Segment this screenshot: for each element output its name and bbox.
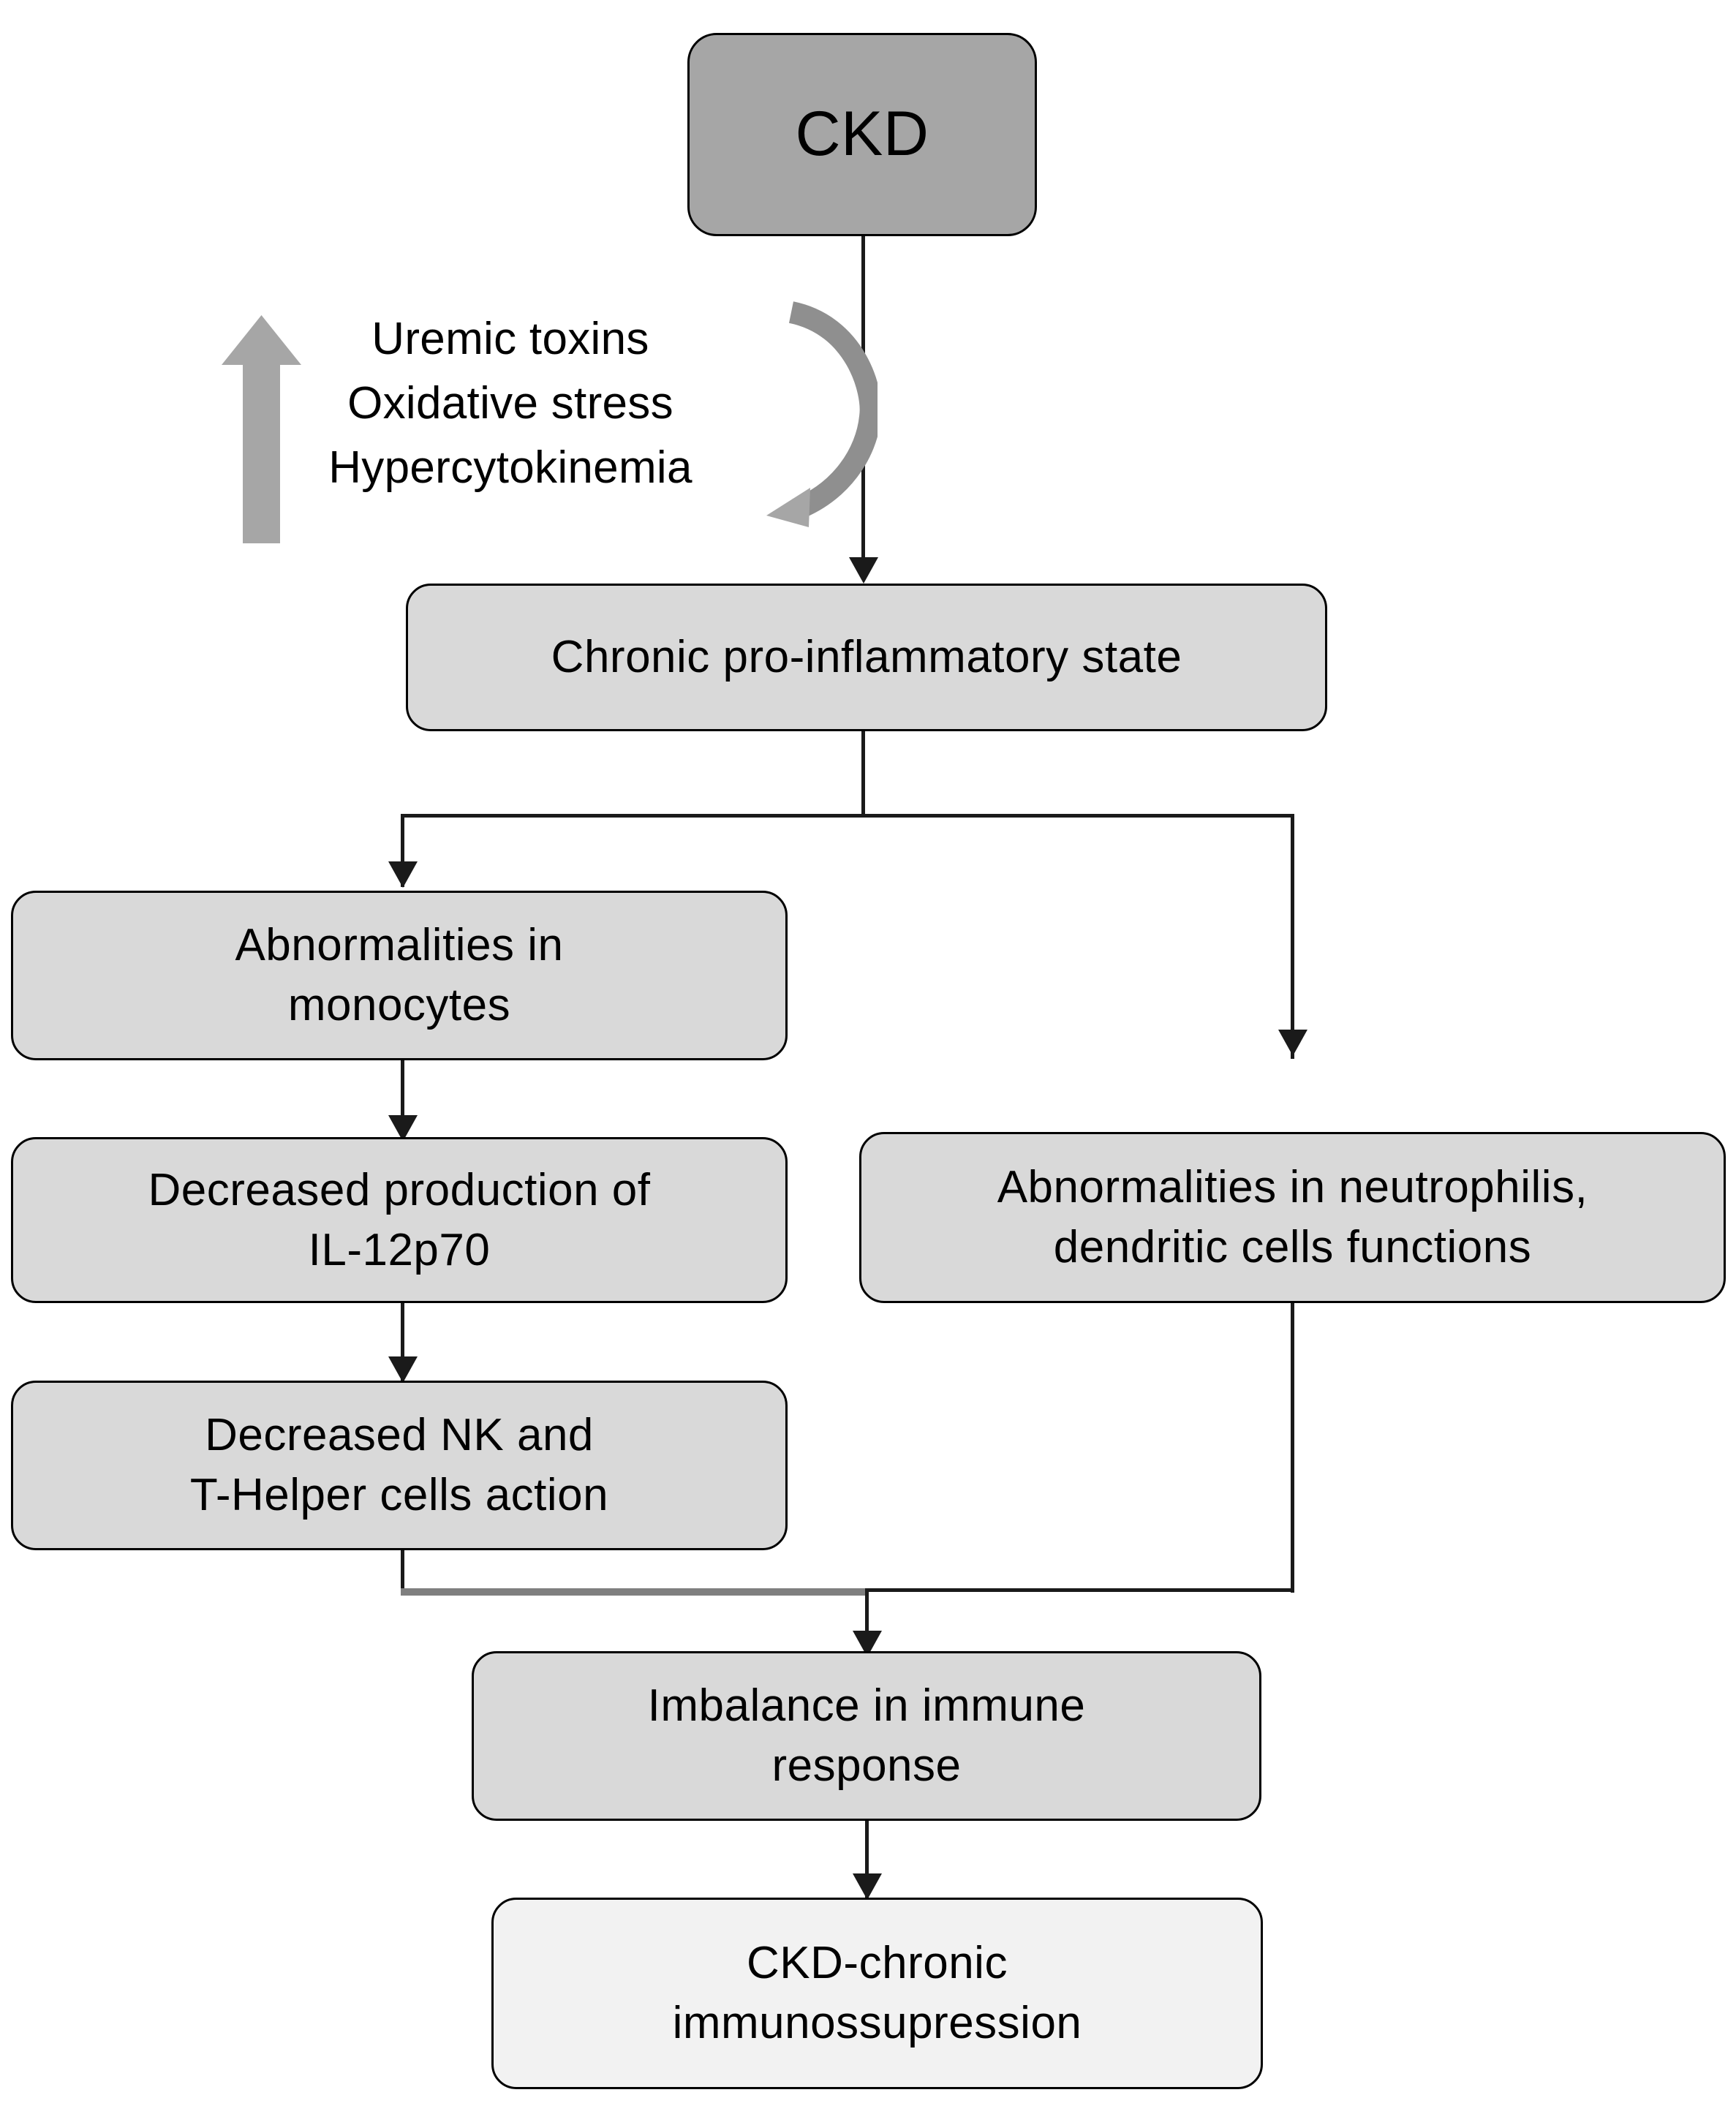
node-ckd[interactable]: CKD — [687, 33, 1037, 236]
edge-merge-bar-left — [401, 1588, 869, 1596]
edge-nk-to-merge-line — [401, 1550, 404, 1593]
node-ckd-label: CKD — [795, 99, 929, 170]
edge-inflammatory-to-monocytes-line — [401, 814, 404, 887]
node-abnormalities-monocytes[interactable]: Abnormalities in monocytes — [11, 891, 788, 1060]
edge-ckd-to-inflammatory-arrowhead — [849, 557, 878, 584]
node-abnormalities-neutrophils-dendritic[interactable]: Abnormalities in neutrophilis, dendritic… — [859, 1132, 1726, 1303]
node-ckd-chronic-immunossupression-label: CKD-chronic immunossupression — [672, 1938, 1082, 2048]
edge-neutrophils-to-merge-line — [1291, 1303, 1294, 1593]
node-imbalance-immune-response[interactable]: Imbalance in immune response — [472, 1651, 1261, 1821]
node-chronic-pro-inflammatory-state-label: Chronic pro-inflammatory state — [551, 632, 1182, 683]
edge-il12-to-nk-arrowhead — [388, 1356, 418, 1383]
up-arrow-icon — [219, 311, 303, 545]
edge-inflammatory-to-monocytes-arrowhead — [388, 861, 418, 888]
drivers-annotation-label: Uremic toxins Oxidative stress Hypercyto… — [328, 314, 692, 494]
edge-inflammatory-split-bar — [401, 814, 1294, 818]
edge-inflammatory-split-stem — [861, 731, 865, 818]
node-ckd-chronic-immunossupression[interactable]: CKD-chronic immunossupression — [491, 1898, 1263, 2089]
node-chronic-pro-inflammatory-state[interactable]: Chronic pro-inflammatory state — [406, 584, 1327, 731]
edge-merge-bar-right — [865, 1588, 1294, 1592]
edge-inflammatory-to-neutrophils-arrowhead — [1278, 1030, 1307, 1056]
node-imbalance-immune-response-label: Imbalance in immune response — [647, 1680, 1086, 1791]
node-abnormalities-monocytes-label: Abnormalities in monocytes — [235, 920, 564, 1030]
node-decreased-il12p70[interactable]: Decreased production of IL-12p70 — [11, 1137, 788, 1303]
node-decreased-nk-thelper[interactable]: Decreased NK and T-Helper cells action — [11, 1381, 788, 1550]
curved-feedback-arrow-icon — [753, 296, 882, 530]
edge-imbalance-to-terminal-arrowhead — [853, 1873, 882, 1900]
node-abnormalities-neutrophils-dendritic-label: Abnormalities in neutrophilis, dendritic… — [997, 1162, 1588, 1272]
node-decreased-nk-thelper-label: Decreased NK and T-Helper cells action — [189, 1410, 609, 1520]
edge-inflammatory-to-neutrophils-line — [1291, 814, 1294, 1059]
edge-merge-to-imbalance-line — [865, 1588, 869, 1658]
edge-imbalance-to-terminal-line — [865, 1821, 869, 1903]
node-decreased-il12p70-label: Decreased production of IL-12p70 — [148, 1164, 651, 1275]
edge-il12-to-nk-line — [401, 1303, 404, 1385]
edge-monocytes-to-il12-line — [401, 1060, 404, 1144]
